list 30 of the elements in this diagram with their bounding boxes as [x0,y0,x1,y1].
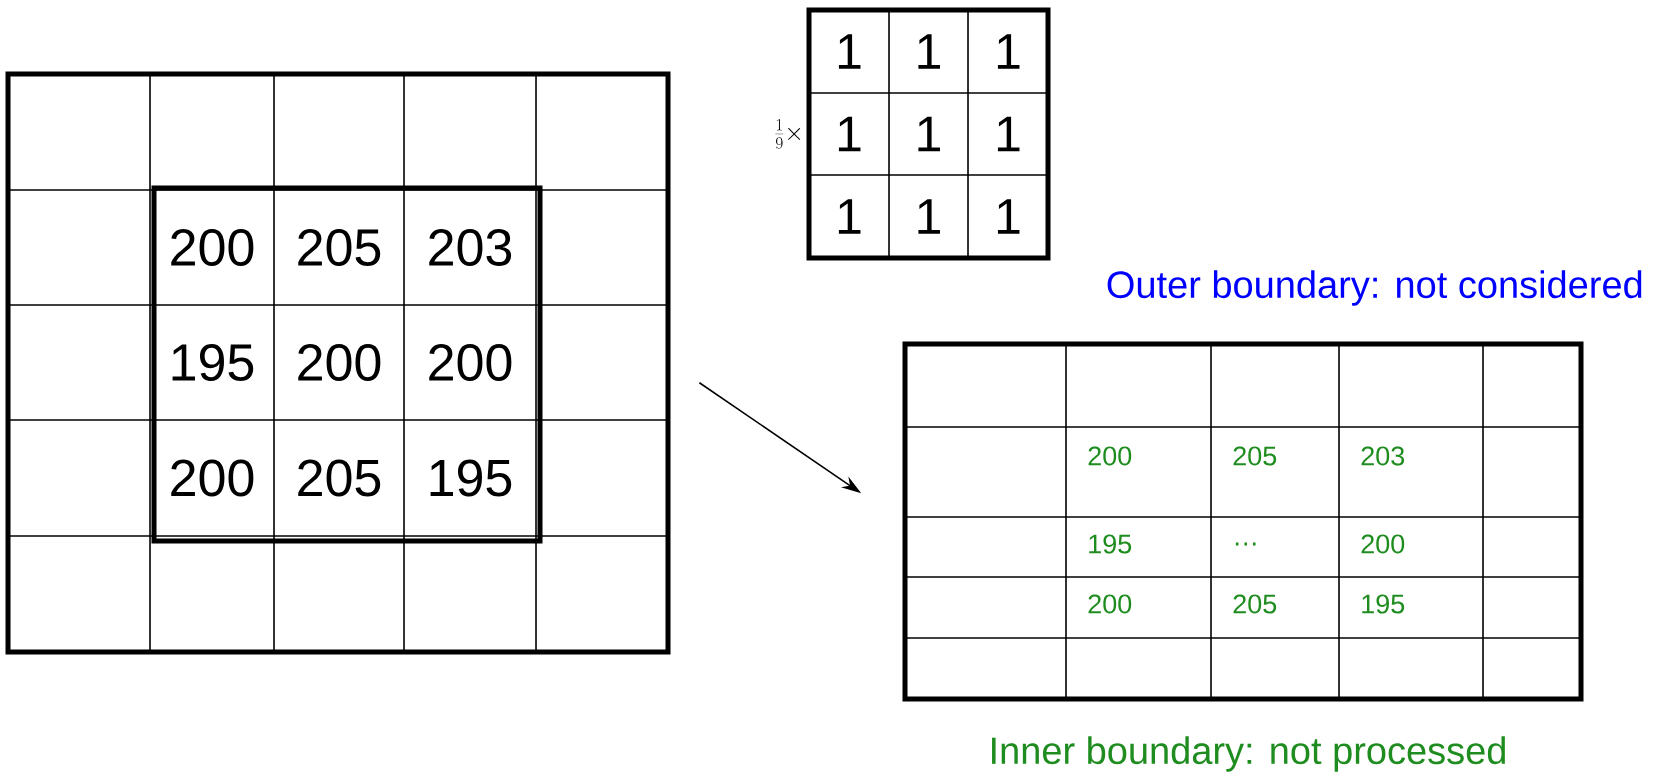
pixel-value: 200 [171,459,254,497]
kernel-value: 1 [918,116,940,152]
kernel-value: 1 [838,116,861,152]
pixel-value: 200 [171,229,254,266]
kernel-value: 1 [838,34,861,69]
pixel-value: 205 [298,229,381,266]
pixel-value: 200 [298,344,381,381]
pixel-value: 200 [1088,594,1132,614]
kernel-value: 1 [997,116,1020,152]
pixel-value: 203 [1361,446,1405,466]
scale-factor: $\frac{1}{9}\times$ [775,118,801,150]
pixel-value: 200 [1361,534,1405,554]
pixel-value: 205 [1233,594,1277,614]
pixel-value: 195 [1089,534,1132,554]
pixel-value: 203 [429,229,512,266]
kernel-value: 1 [918,199,940,234]
pixel-value: … [1235,542,1256,546]
kernel-value: 1 [838,199,861,234]
pixel-value: 205 [298,459,381,497]
pixel-value: 200 [429,344,512,381]
pixel-value: 195 [430,459,512,497]
pixel-value: 200 [1088,446,1132,466]
kernel-value: 1 [918,34,940,69]
kernel-value: 1 [997,34,1020,69]
pixel-value: 195 [172,344,254,381]
note-text: Outer boundary: not considered [1107,270,1642,306]
pixel-value: 195 [1362,594,1405,614]
kernel-value: 1 [997,199,1020,234]
note-text: Inner boundary: not processed [992,736,1505,772]
pixel-value: 205 [1233,446,1277,466]
